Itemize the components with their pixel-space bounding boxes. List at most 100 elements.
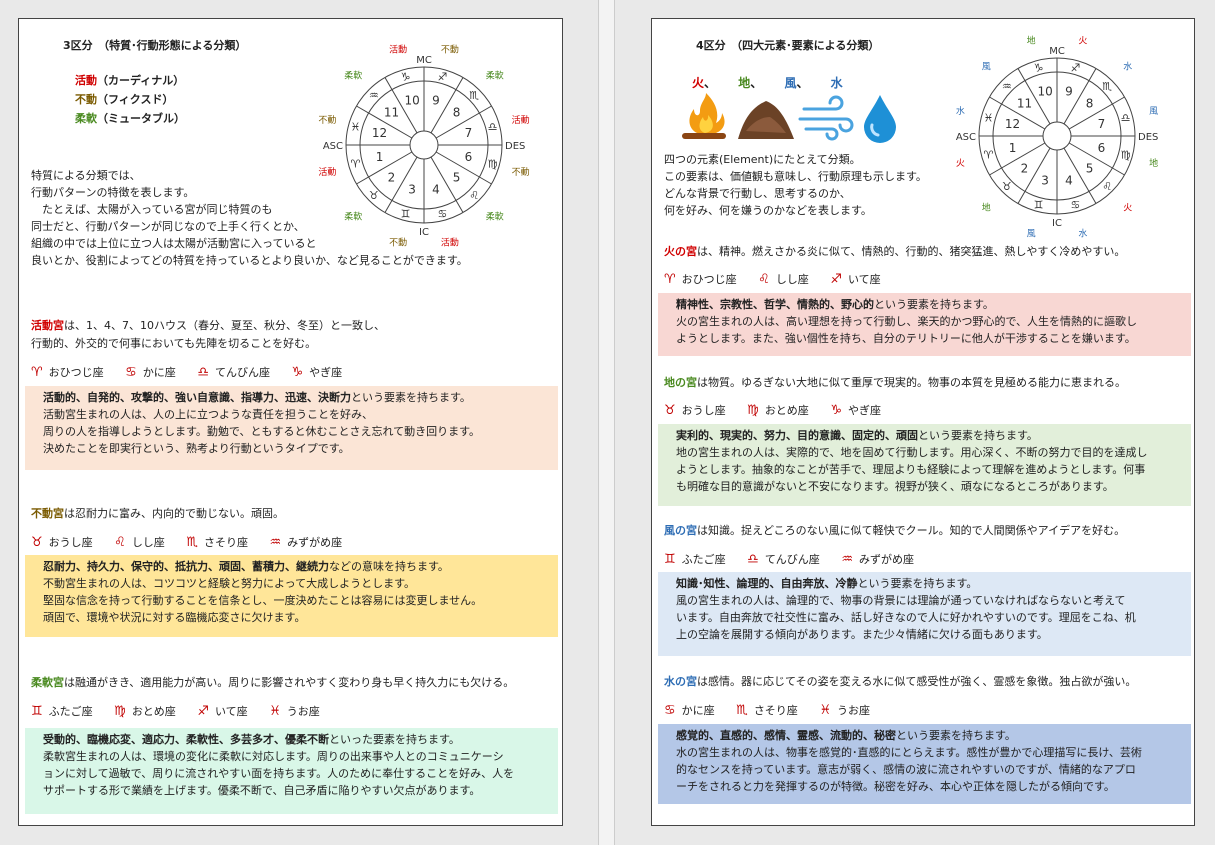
house-number: 11 (1017, 96, 1032, 110)
house-number: 8 (453, 105, 461, 119)
house-number: 4 (1065, 173, 1073, 187)
mutable-desc: 柔軟宮は融通がきき、適用能力が高い。周りに影響されやすく変わり身も早く持久力にも… (31, 676, 515, 689)
mc-label: MC (1049, 46, 1065, 57)
wheel-spoke (1068, 96, 1125, 130)
zodiac-glyph: ♋ (437, 208, 447, 221)
zodiac-glyph: ♌ (469, 189, 479, 202)
sign-quality-label: 火 (956, 158, 965, 169)
house-number: 12 (372, 126, 387, 140)
sign-quality-label: 柔軟 (344, 211, 362, 223)
page-title-right: 4区分 （四大元素･要素による分類） (696, 39, 880, 52)
ic-label: IC (419, 227, 429, 238)
house-number: 7 (1098, 117, 1106, 131)
fixed-signs: ♉おうし座 ♌しし座 ♏さそり座 ♒みずがめ座 (31, 535, 343, 550)
fixed-desc: 不動宮は忍耐力に富み、内向的で動じない。頑固。 (31, 507, 284, 520)
element-labels: 火、 地、 風、 水 (692, 76, 843, 90)
sign-quality-label: 地 (1149, 157, 1158, 169)
wheel-center (1042, 121, 1072, 151)
zodiac-glyph: ♏ (1102, 80, 1112, 93)
wind-icon (798, 95, 854, 141)
page-right: 4区分 （四大元素･要素による分類） 火、 地、 風、 水 四つの元素(Elem… (651, 18, 1195, 826)
house-number: 6 (1098, 141, 1106, 155)
sign-quality-label: 柔軟 (486, 211, 504, 223)
wheel-spoke (435, 151, 492, 185)
wheel-spoke (356, 151, 413, 185)
air-signs: ♊ふたご座 ♎てんびん座 ♒みずがめ座 (664, 552, 914, 567)
zodiac-glyph: ♒ (369, 89, 379, 102)
air-desc: 風の宮は知識。捉えどころのない風に似て軽快でクール。知的で人間関係やアイデアを好… (664, 524, 1126, 537)
cardinal-signs: ♈おひつじ座 ♋かに座 ♎てんびん座 ♑やぎ座 (31, 365, 343, 380)
water-signs: ♋かに座 ♏さそり座 ♓うお座 (664, 703, 870, 718)
house-number: 7 (465, 126, 473, 140)
house-number: 3 (408, 182, 416, 196)
wheel-spoke (435, 105, 492, 139)
wheel-spoke (384, 156, 418, 213)
sign-quality-label: 風 (1027, 229, 1036, 240)
mutable-box: 受動的、臨機応変、適応力、柔軟性、多芸多才、優柔不断といった要素を持ちます。 柔… (25, 728, 558, 814)
sign-quality-label: 水 (956, 105, 965, 117)
house-number: 9 (1065, 85, 1073, 99)
house-number: 5 (1086, 162, 1094, 176)
earth-icon (738, 101, 794, 139)
house-number: 6 (465, 150, 473, 164)
zodiac-glyph: ♍ (1121, 148, 1131, 161)
earth-box: 実利的、現実的、努力、目的意識、固定的、頑固という要素を持ちます。 地の宮生まれ… (658, 424, 1191, 506)
zodiac-glyph: ♉ (1002, 180, 1012, 193)
sign-quality-label: 水 (1078, 228, 1087, 240)
house-number: 2 (388, 171, 396, 185)
water-box: 感覚的、直感的、感情、霊感、流動的、秘密という要素を持ちます。 水の宮生まれの人… (658, 724, 1191, 804)
sign-quality-label: 不動 (512, 167, 530, 178)
zodiac-glyph: ♑ (401, 70, 411, 83)
house-number: 12 (1005, 117, 1020, 131)
sign-quality-label: 水 (1123, 60, 1132, 72)
element-icons (682, 93, 896, 143)
house-number: 1 (1009, 141, 1017, 155)
sign-quality-label: 活動 (318, 166, 336, 178)
sign-quality-label: 不動 (318, 115, 336, 126)
earth-signs: ♉おうし座 ♍おとめ座 ♑やぎ座 (664, 403, 881, 418)
sign-quality-label: 風 (1149, 106, 1158, 117)
wheel-spoke (430, 156, 464, 213)
water-icon (864, 95, 896, 143)
wheel-spoke (356, 105, 413, 139)
house-number: 1 (376, 150, 384, 164)
house-number: 10 (404, 94, 419, 108)
house-number: 10 (1037, 85, 1052, 99)
fixed-box: 忍耐力、持久力、保守的、抵抗力、頑固、蓄積力、継続力などの意味を持ちます。 不動… (25, 555, 558, 637)
sign-quality-label: 活動 (389, 43, 407, 55)
wheel-center (409, 130, 439, 160)
page-gutter (598, 0, 615, 845)
legend-mutable: 柔軟（ミュータブル） (75, 112, 185, 125)
intro-text-right: 四つの元素(Element)にたとえて分類。 この要素は、価値観も意味し、行動原… (664, 153, 927, 217)
legend-fixed: 不動（フィクスド） (75, 93, 174, 106)
wheel-spoke (1068, 142, 1125, 176)
sign-quality-label: 柔軟 (486, 69, 504, 81)
zodiac-glyph: ♑ (1034, 61, 1044, 74)
air-box: 知識･知性、論理的、自由奔放、冷静という要素を持ちます。 風の宮生まれの人は、論… (658, 572, 1191, 656)
page-title: 3区分 （特質･行動形態による分類） (63, 39, 247, 52)
zodiac-glyph: ♈ (350, 157, 360, 170)
house-number: 3 (1041, 173, 1049, 187)
asc-label: ASC (956, 132, 976, 143)
zodiac-glyph: ♐ (437, 70, 447, 83)
zodiac-glyph: ♉ (369, 189, 379, 202)
fire-desc: 火の宮は、精神。燃えさかる炎に似て、情熱的、行動的、猪突猛進、熱しやすく冷めやす… (664, 245, 1126, 258)
sign-quality-label: 活動 (512, 114, 530, 126)
zodiac-glyph: ♊ (401, 208, 411, 221)
fire-icon (682, 93, 726, 139)
intro-text: 特質による分類では、 行動パターンの特徴を表します。 たとえば、太陽が入っている… (31, 169, 468, 267)
zodiac-glyph: ♈ (983, 148, 993, 161)
zodiac-glyph: ♐ (1070, 61, 1080, 74)
house-number: 4 (432, 182, 440, 196)
wheel-spoke (430, 77, 464, 134)
legend-cardinal: 活動（カーディナル） (75, 74, 185, 87)
wheel-spoke (1017, 68, 1051, 125)
fire-signs: ♈おひつじ座 ♌しし座 ♐いて座 (664, 272, 881, 287)
cardinal-desc: 活動宮は、1、4、7、10ハウス（春分、夏至、秋分、冬至）と一致し、 (31, 319, 385, 332)
zodiac-glyph: ♎ (1121, 112, 1131, 125)
wheel-spoke (1017, 147, 1051, 204)
fire-box: 精神性、宗教性、哲学、情熱的、野心的という要素を持ちます。 火の宮生まれの人は、… (658, 293, 1191, 356)
sign-quality-label: 火 (1123, 203, 1132, 214)
sign-quality-label: 不動 (441, 44, 459, 55)
